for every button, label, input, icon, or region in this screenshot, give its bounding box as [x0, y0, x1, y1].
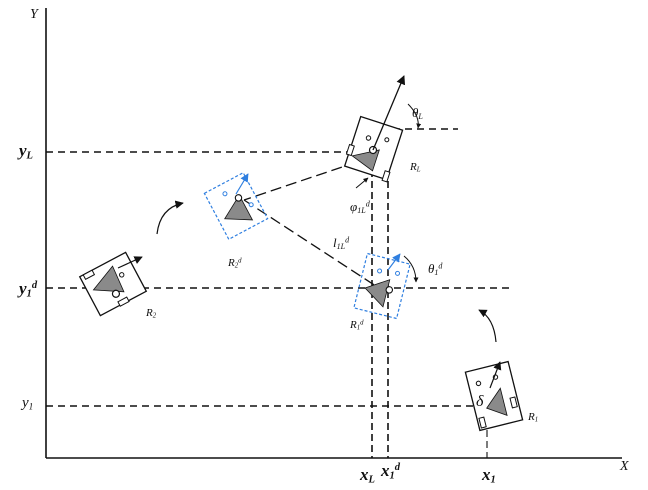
r1d-caster [377, 268, 383, 274]
theta-1-d-arc [403, 255, 419, 283]
tick-y-1-d: y1d [19, 279, 38, 300]
tick-x-1-d: x1d [381, 461, 401, 482]
r2d-caster [222, 191, 228, 197]
formation-links [243, 161, 383, 291]
phi-1L-marker [355, 177, 369, 189]
tick-x-L: xL [360, 465, 375, 486]
r2-center [111, 289, 121, 298]
label-robot-r1-desired: R1d [350, 319, 364, 332]
r1d-body [353, 252, 411, 320]
leader-robot [343, 115, 404, 183]
r2d-center [234, 194, 243, 202]
r1d-heading-arrow [387, 253, 401, 271]
r2-heading-arrow [117, 256, 143, 269]
label-delta: δ [476, 393, 484, 410]
link-leader-r1d [243, 199, 383, 291]
label-robot-r2: R2 [146, 307, 157, 320]
leader-caster [365, 135, 372, 141]
r1-heading-arrow [489, 361, 502, 389]
label-theta-L: θL [412, 105, 423, 121]
r2d-heading-arrow [235, 173, 249, 195]
tick-y-1: y1 [22, 395, 34, 413]
r1-wheel [509, 396, 518, 409]
leader-wheel [345, 143, 355, 157]
r2-caster [119, 272, 125, 278]
leader-triangle [351, 149, 380, 172]
r2d-caster [248, 202, 254, 208]
label-phi-1L: φ1Ld [350, 199, 370, 215]
label-robot-r2-desired: R2d [228, 257, 242, 270]
robot-r1-desired [353, 252, 411, 320]
r2-motion-arrow [156, 200, 184, 235]
label-leader-robot: RL [410, 161, 421, 174]
r2-wheel [117, 296, 130, 307]
r2-triangle [92, 265, 125, 293]
robot-r2-desired [203, 171, 269, 241]
r1-motion-arrow [478, 309, 497, 343]
link-leader-r2d [243, 161, 358, 201]
r2d-triangle [223, 194, 254, 221]
robot-r1 [464, 360, 524, 432]
tick-y-L: yL [19, 141, 33, 162]
r1-triangle [486, 387, 508, 417]
r2-wheel [82, 269, 96, 280]
theta-L-arc [407, 103, 422, 129]
leader-caster [384, 137, 390, 143]
robot-r2 [78, 251, 148, 317]
label-robot-r1: R1 [528, 411, 539, 424]
y-axis-label: Y [30, 7, 38, 22]
r1-wheel [478, 416, 487, 429]
r1-body [464, 360, 524, 432]
leader-heading-arrow [372, 75, 406, 151]
r1-center [475, 380, 482, 387]
tick-x-1: x1 [482, 465, 496, 486]
vertical-reference-lines [371, 170, 488, 458]
r1d-triangle [364, 279, 391, 308]
r1d-center [385, 286, 394, 294]
r1d-caster [395, 270, 401, 276]
label-theta-1-d: θ1d [428, 261, 443, 277]
label-l-1L: l1Ld [333, 235, 350, 251]
leader-wheel [381, 170, 391, 183]
x-axis-label: X [620, 459, 629, 474]
axes [45, 8, 622, 459]
